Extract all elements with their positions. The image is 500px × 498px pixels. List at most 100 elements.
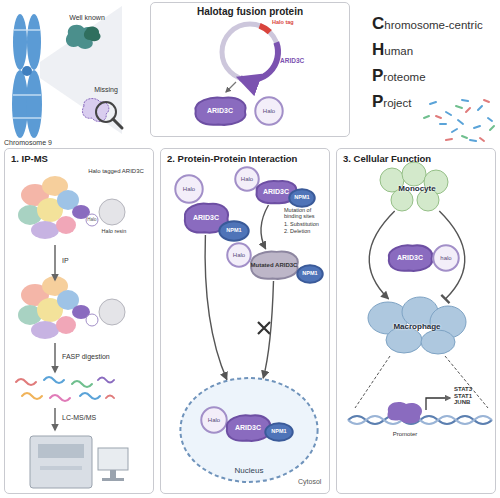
zoom-lines <box>355 356 488 408</box>
peptide-fragments <box>22 393 42 399</box>
tag-circle: Halo <box>255 97 283 125</box>
node-outline <box>297 265 322 283</box>
peptide-fragments <box>72 381 92 387</box>
tag-circle: Halo <box>201 407 227 433</box>
plasmid-label: ARID3C <box>280 57 314 64</box>
node-outline <box>433 245 458 270</box>
panel-title: 2. Protein-Protein Interaction <box>167 154 297 164</box>
chromosome-symbol <box>22 66 32 76</box>
protein-blob: ARID3C <box>191 95 249 127</box>
plasmid-symbol <box>222 24 278 80</box>
node-text: NPM1 <box>302 271 317 277</box>
node-outline <box>289 189 314 207</box>
node-outline <box>227 415 270 441</box>
macrophage-cells <box>386 327 422 353</box>
cell-group: Macrophage <box>367 299 467 355</box>
plasmid-label: Halo tag <box>272 19 302 25</box>
chromosome-symbol <box>13 14 27 70</box>
node-outline <box>201 407 226 432</box>
partner-protein: NPM1 <box>265 423 293 441</box>
peptide-fragments <box>16 379 36 385</box>
workflow-arrow <box>54 245 56 280</box>
nucleus-ellipse: NucleusHaloARID3CNPM1 <box>179 377 319 483</box>
plasmid-symbol <box>240 42 278 80</box>
node-text: ARID3C <box>193 214 219 221</box>
node-outline <box>265 423 292 441</box>
node-text: ARID3C <box>235 424 261 431</box>
zoom-lines <box>355 356 488 408</box>
partner-protein: NPM1 <box>219 221 249 241</box>
note-label: 1. Substitution <box>284 221 328 227</box>
peptide-fragments <box>106 396 114 399</box>
chpp-dots <box>436 100 489 141</box>
node-text: Halo <box>233 252 245 258</box>
connector-arrow <box>261 205 269 249</box>
node-text: Halo <box>208 417 220 423</box>
tag-circle: Halo <box>235 167 259 191</box>
node-outline <box>175 175 202 202</box>
step-label: FASP digestion <box>62 353 142 361</box>
note-label: Well known <box>62 14 112 22</box>
workflow-arrow <box>54 408 56 430</box>
protein-complex <box>99 299 125 325</box>
project-word: Project <box>372 92 496 111</box>
note-label: Mutation of binding sites <box>284 207 328 219</box>
mass-spectrometer <box>98 448 128 470</box>
promoter-protein <box>388 398 451 423</box>
protein-blob: ARID3C <box>385 243 435 273</box>
gene-label: STAT3 STAT1 JUNB <box>454 386 484 406</box>
known-proteins <box>66 25 101 49</box>
partner-protein: NPM1 <box>289 189 315 207</box>
node-text: Mutated ARID3C <box>251 262 298 268</box>
node-text: NPM1 <box>271 429 286 435</box>
promoter-protein <box>388 402 423 423</box>
note-label: Missing <box>86 86 126 94</box>
magnify-wedge <box>40 6 122 134</box>
blocked-mark <box>258 322 270 334</box>
partner-protein: NPM1 <box>297 265 323 283</box>
peptide-fragments <box>80 393 100 399</box>
node-outline <box>255 97 282 124</box>
panel-box: 2. Protein-Protein InteractionHaloARID3C… <box>160 148 330 494</box>
monocyte-cells <box>380 162 448 211</box>
cell-group: Monocyte <box>377 167 457 211</box>
workflow-arrow <box>55 245 56 430</box>
protein-complex <box>86 314 98 326</box>
node-text: ARID3C <box>263 188 289 195</box>
node-outline <box>389 245 432 271</box>
chromosome-symbol <box>12 70 28 138</box>
chromosome-symbol <box>12 14 42 138</box>
peptide-fragments <box>44 377 64 383</box>
mass-spectrometer <box>102 478 124 481</box>
chromosome-symbol <box>13 30 41 118</box>
promoter-protein <box>426 398 450 410</box>
node-text: NPM1 <box>294 195 309 201</box>
peptide-fragments <box>50 395 70 401</box>
chpp-dots <box>424 100 494 141</box>
project-word: Chromosome-centric <box>372 14 496 33</box>
node-text: Macrophage <box>393 323 440 331</box>
mass-spectrometer <box>38 444 84 458</box>
protein-complex <box>31 321 59 339</box>
workflow-arrow <box>54 343 56 372</box>
peptide-fragments <box>98 378 114 383</box>
chromosome-symbol <box>27 14 41 70</box>
tag-circle: halo <box>433 245 459 271</box>
panel-title: Halotag fusion protein <box>151 7 349 18</box>
project-word: Proteome <box>372 66 496 85</box>
panel-title: 3. Cellular Function <box>343 154 431 164</box>
panel-box: 1. IP-MS <box>4 148 154 494</box>
node-text: Monocyte <box>398 185 435 193</box>
node-outline <box>251 251 298 278</box>
chromosome-symbol <box>26 70 42 138</box>
step-label: LC-MS/MS <box>62 414 122 422</box>
part-label: Halo tagged ARID3C <box>86 168 146 175</box>
protein-complex <box>31 221 59 239</box>
node-outline <box>227 243 251 267</box>
plasmid-symbol <box>222 24 278 92</box>
node-text: Halo <box>241 176 253 182</box>
mass-spectrometer <box>40 466 82 470</box>
macrophage-cells <box>421 330 455 354</box>
connector-arrow <box>263 281 273 378</box>
known-proteins <box>84 26 101 41</box>
